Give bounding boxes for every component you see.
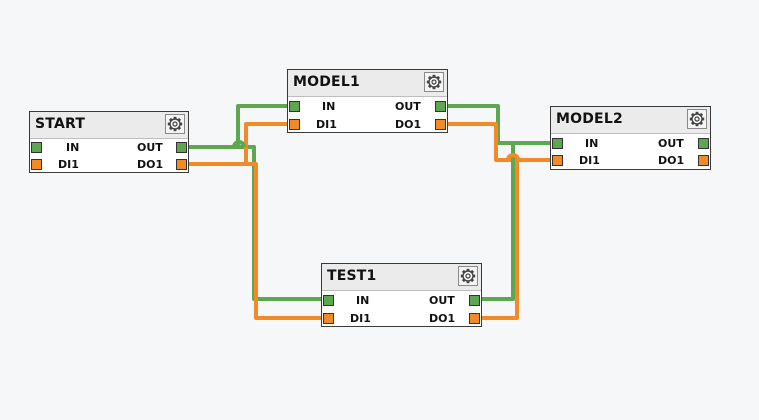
port-in[interactable]	[323, 295, 334, 306]
node-title: START	[35, 116, 86, 132]
port-label-di1: DI1	[350, 312, 371, 325]
node-title: MODEL2	[556, 111, 623, 127]
port-label-out: OUT	[395, 100, 421, 113]
port-label-in: IN	[322, 100, 336, 113]
port-out[interactable]	[435, 101, 446, 112]
port-label-in: IN	[585, 137, 599, 150]
port-label-di1: DI1	[316, 118, 337, 131]
port-do1[interactable]	[176, 159, 187, 170]
node-title: MODEL1	[293, 74, 360, 90]
node-header[interactable]: MODEL1	[288, 70, 447, 97]
node-test1[interactable]: TEST1 IN DI1 OUT DO1	[321, 263, 482, 327]
port-in[interactable]	[552, 138, 563, 149]
port-out[interactable]	[698, 138, 709, 149]
node-title: TEST1	[327, 268, 377, 284]
port-in[interactable]	[289, 101, 300, 112]
node-header[interactable]: START	[30, 112, 188, 139]
port-label-do1: DO1	[658, 154, 685, 167]
gear-icon[interactable]	[165, 114, 185, 134]
node-model2[interactable]: MODEL2 IN DI1 OUT DO1	[550, 106, 711, 170]
port-label-do1: DO1	[395, 118, 422, 131]
wire-start-do1-to-test1-di1[interactable]	[186, 162, 327, 320]
port-label-do1: DO1	[429, 312, 456, 325]
wire-hop-start	[232, 140, 246, 148]
port-label-do1: DO1	[137, 158, 164, 171]
wire-hop-model2	[506, 153, 520, 161]
gear-icon[interactable]	[424, 72, 444, 92]
port-label-in: IN	[356, 294, 370, 307]
port-do1[interactable]	[698, 155, 709, 166]
node-header[interactable]: TEST1	[322, 264, 481, 291]
port-label-out: OUT	[429, 294, 455, 307]
port-in[interactable]	[31, 142, 42, 153]
gear-icon[interactable]	[687, 109, 707, 129]
node-start[interactable]: START IN DI1 OUT DO1	[29, 111, 189, 173]
port-di1[interactable]	[289, 119, 300, 130]
wire-test1-out-to-model2-in[interactable]	[474, 141, 556, 301]
port-do1[interactable]	[435, 119, 446, 130]
port-out[interactable]	[176, 142, 187, 153]
port-label-out: OUT	[137, 141, 163, 154]
port-out[interactable]	[469, 295, 480, 306]
port-di1[interactable]	[552, 155, 563, 166]
port-di1[interactable]	[323, 313, 334, 324]
port-do1[interactable]	[469, 313, 480, 324]
port-label-di1: DI1	[58, 158, 79, 171]
wire-test1-do1-to-model2-di1[interactable]	[474, 158, 556, 320]
port-di1[interactable]	[31, 159, 42, 170]
node-header[interactable]: MODEL2	[551, 107, 710, 134]
port-label-out: OUT	[658, 137, 684, 150]
node-model1[interactable]: MODEL1 IN DI1 OUT DO1	[287, 69, 448, 133]
port-label-in: IN	[66, 141, 80, 154]
gear-icon[interactable]	[458, 266, 478, 286]
port-label-di1: DI1	[579, 154, 600, 167]
